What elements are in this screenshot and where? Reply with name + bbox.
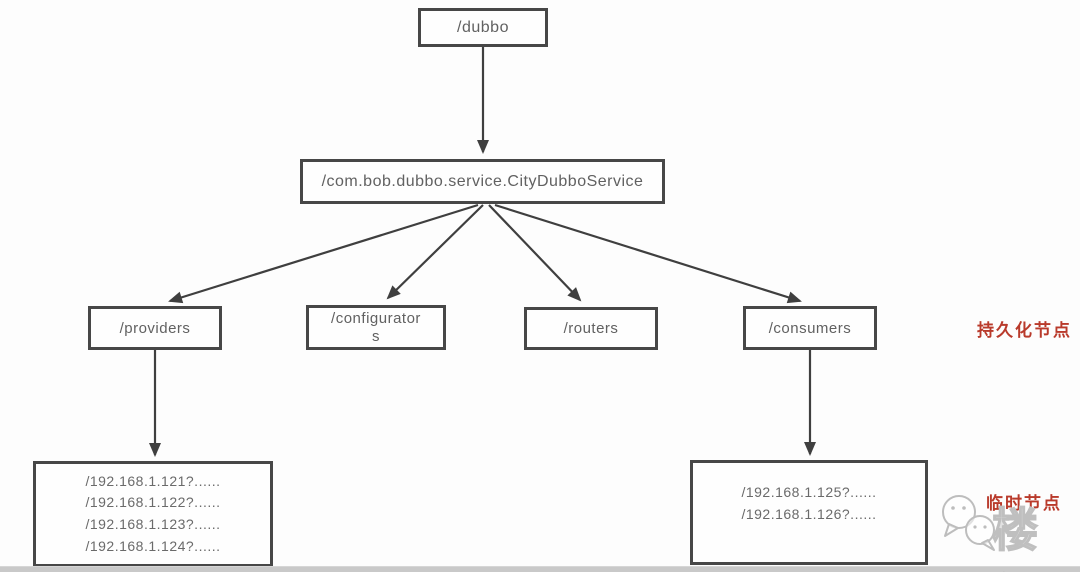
ephemeral-node-annotation: 临时节点	[986, 494, 1062, 513]
node-configurators-label: /configurators	[331, 310, 421, 345]
node-provider-url-list: /192.168.1.121?...... /192.168.1.122?...…	[33, 461, 273, 567]
node-configurators: /configurators	[306, 305, 446, 350]
node-dubbo-root: /dubbo	[418, 8, 548, 47]
node-routers: /routers	[524, 307, 658, 350]
node-routers-label: /routers	[563, 320, 619, 337]
arrow-service-to-configurators	[386, 204, 484, 300]
provider-url: /192.168.1.124?......	[85, 537, 221, 554]
consumer-url: /192.168.1.126?......	[741, 505, 877, 522]
node-dubbo-label: /dubbo	[457, 18, 509, 36]
provider-url: /192.168.1.121?......	[85, 472, 221, 489]
arrow-service-to-providers	[168, 203, 479, 304]
consumer-url: /192.168.1.125?......	[741, 483, 877, 500]
node-consumers: /consumers	[743, 306, 877, 350]
node-service-label: /com.bob.dubbo.service.CityDubboService	[321, 172, 644, 190]
chat-bubbles-icon	[942, 495, 995, 551]
watermark-text: 楼仔	[991, 503, 1039, 572]
node-providers-label: /providers	[119, 319, 191, 337]
watermark: 楼仔	[936, 490, 1080, 572]
persistent-node-annotation: 持久化节点	[977, 321, 1072, 340]
node-providers: /providers	[88, 306, 222, 350]
node-consumers-label: /consumers	[768, 319, 852, 337]
node-city-dubbo-service: /com.bob.dubbo.service.CityDubboService	[300, 159, 665, 204]
provider-url: /192.168.1.123?......	[85, 516, 221, 532]
node-consumer-url-list: /192.168.1.125?...... /192.168.1.126?...…	[690, 460, 928, 565]
provider-url: /192.168.1.122?......	[85, 494, 221, 511]
arrow-service-to-routers	[488, 204, 582, 302]
bottom-bar	[0, 566, 1080, 572]
arrow-service-to-consumers	[494, 203, 802, 304]
